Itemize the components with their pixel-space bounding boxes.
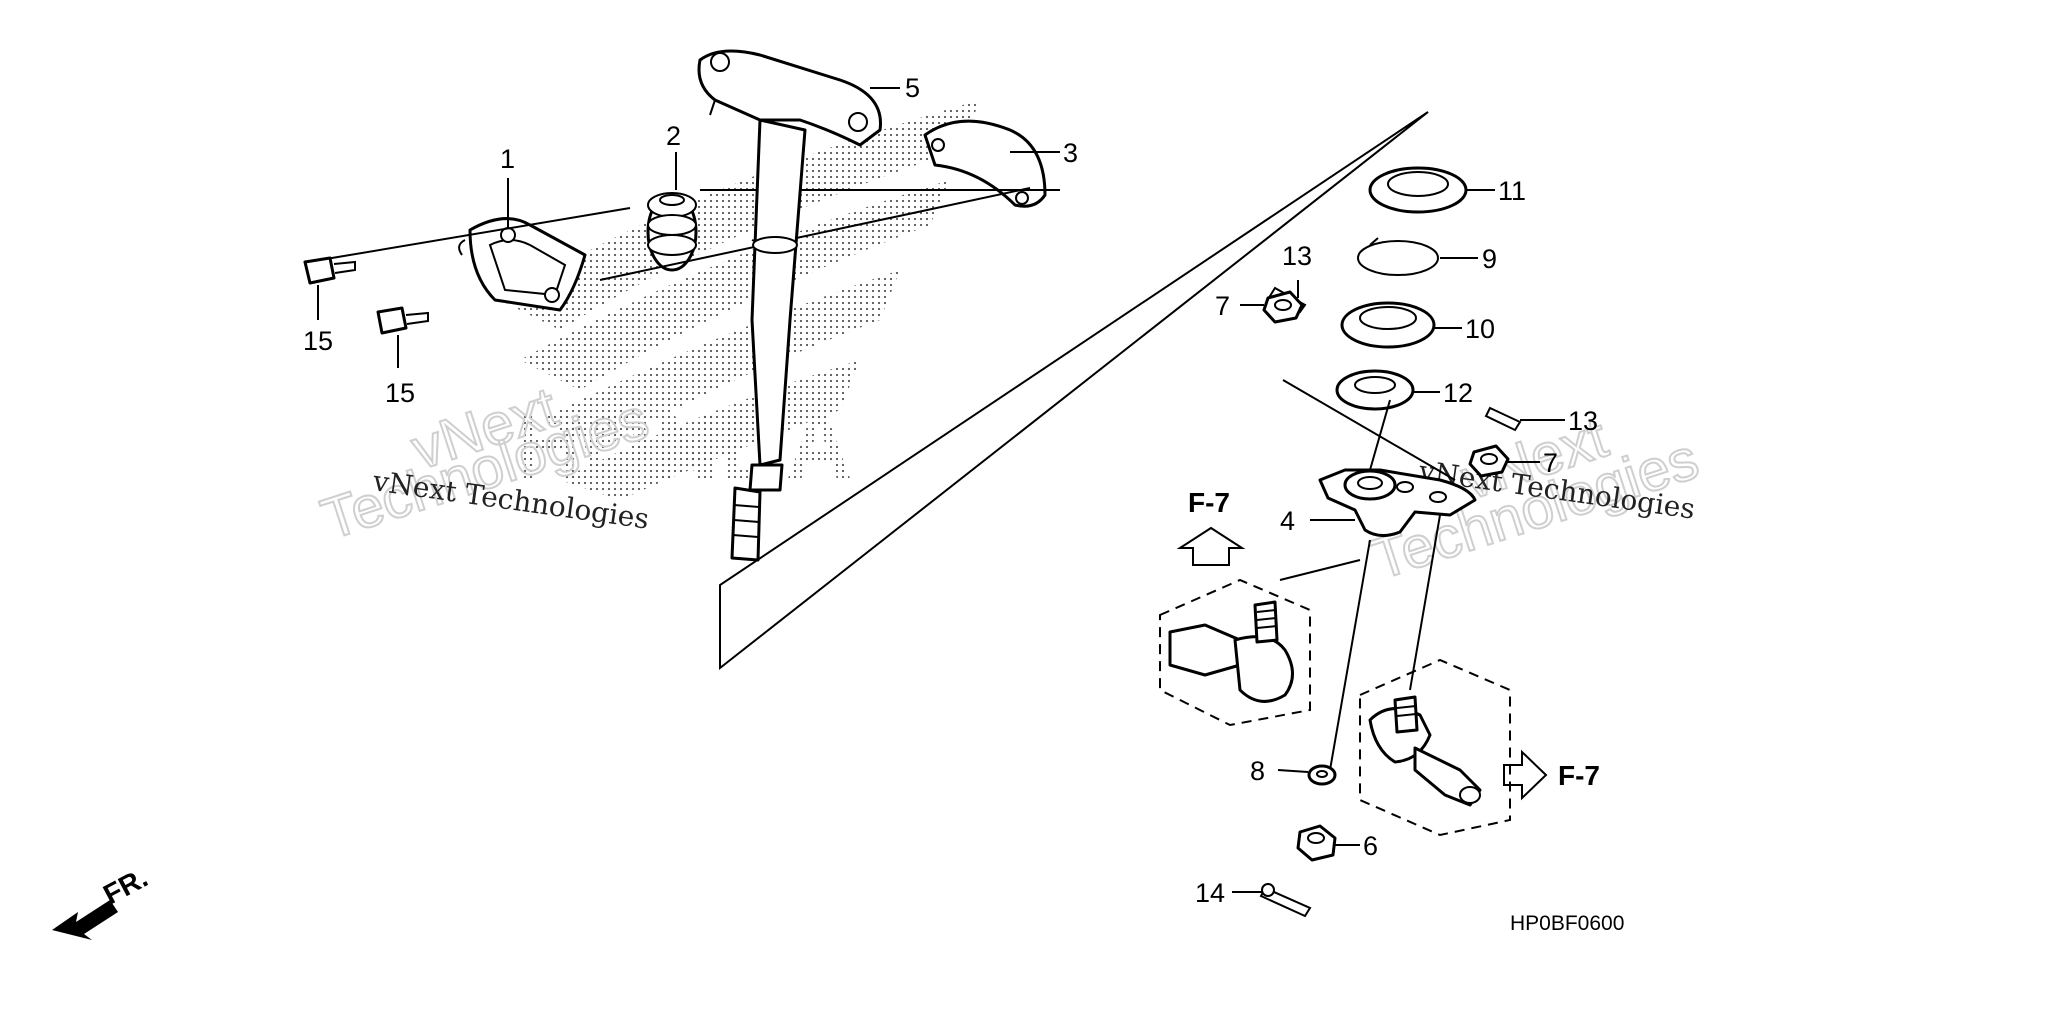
part-3-clamp bbox=[923, 119, 1047, 208]
part-15-bolt-b bbox=[376, 306, 429, 335]
reference-arrow-right bbox=[1503, 749, 1548, 801]
callout-4: 4 bbox=[1280, 506, 1295, 536]
reference-arrow-upper bbox=[1176, 526, 1246, 566]
callout-2: 2 bbox=[666, 121, 681, 151]
callout-10: 10 bbox=[1465, 314, 1495, 344]
part-2-bushing bbox=[646, 192, 698, 272]
callout-11: 11 bbox=[1498, 176, 1526, 206]
part-7-nut-b bbox=[1468, 444, 1510, 478]
part-7-nut-a bbox=[1262, 290, 1304, 324]
assembly-line-left-top bbox=[319, 207, 631, 261]
callout-6: 6 bbox=[1363, 831, 1378, 861]
callout-3: 3 bbox=[1063, 138, 1078, 168]
assembly-line-left-mid bbox=[599, 187, 1031, 281]
callout-13b: 13 bbox=[1568, 406, 1598, 436]
diagram-code: HP0BF0600 bbox=[1510, 912, 1624, 935]
assembly-line-right-4 bbox=[1409, 514, 1441, 691]
tie-rod-end-left bbox=[1159, 578, 1311, 727]
part-12-seal bbox=[1335, 369, 1415, 411]
callout-7a: 7 bbox=[1215, 291, 1230, 321]
callout-13a: 13 bbox=[1282, 241, 1312, 271]
part-4-steering-arm bbox=[1318, 468, 1477, 537]
part-1-holder bbox=[458, 217, 587, 312]
honda-wing-logo: HONDA bbox=[500, 100, 980, 500]
callout-9: 9 bbox=[1482, 244, 1497, 274]
leader-8 bbox=[1277, 769, 1309, 773]
assembly-line-right-2 bbox=[1369, 399, 1391, 471]
assembly-divider bbox=[719, 111, 1429, 671]
callout-8: 8 bbox=[1250, 756, 1265, 786]
callout-7b: 7 bbox=[1543, 448, 1558, 478]
callout-12: 12 bbox=[1443, 378, 1473, 408]
callout-5: 5 bbox=[905, 73, 920, 103]
callout-1: 1 bbox=[500, 144, 515, 174]
part-15-bolt-a bbox=[303, 256, 356, 285]
part-10-bearing bbox=[1340, 301, 1436, 349]
part-9-circlip bbox=[1357, 237, 1439, 276]
assembly-line-right-5 bbox=[1279, 559, 1361, 581]
assembly-line-right-1 bbox=[1282, 379, 1456, 481]
front-direction-arrow bbox=[52, 900, 118, 940]
part-13-pin-b bbox=[1484, 406, 1522, 432]
tie-rod-end-right bbox=[1359, 658, 1511, 837]
reference-right-f7: F-7 bbox=[1558, 760, 1600, 791]
part-11-seal bbox=[1368, 166, 1468, 214]
part-5-steering-shaft bbox=[697, 49, 882, 562]
part-14-cotter-pin bbox=[1259, 883, 1312, 918]
honda-logo-text: HONDA bbox=[515, 396, 852, 498]
part-6-nut bbox=[1296, 824, 1337, 862]
callout-15b: 15 bbox=[385, 378, 415, 408]
callout-14: 14 bbox=[1195, 878, 1225, 908]
part-8-washer bbox=[1307, 764, 1337, 786]
watermark-left: Technologies vNext vNext Technologies bbox=[313, 374, 657, 554]
callout-15a: 15 bbox=[303, 326, 333, 356]
assembly-line-right-3 bbox=[1329, 539, 1371, 771]
reference-upper-f7: F-7 bbox=[1188, 487, 1230, 518]
